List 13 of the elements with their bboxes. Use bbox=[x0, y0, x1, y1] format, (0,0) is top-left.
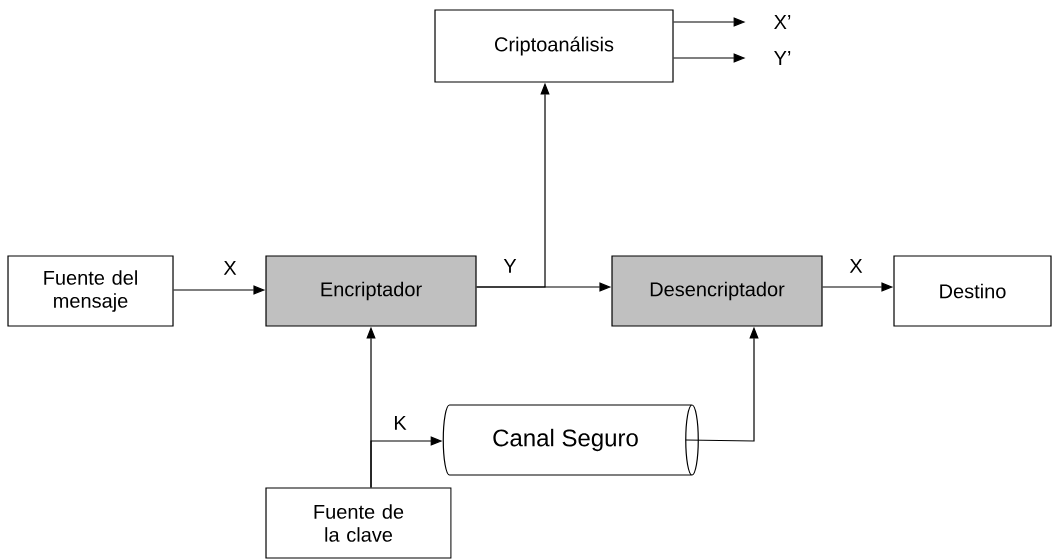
edge-label: Y bbox=[503, 259, 517, 273]
edge-label: X bbox=[223, 261, 237, 275]
edge-label: X bbox=[849, 259, 863, 273]
edge-label: Y’ bbox=[774, 51, 791, 65]
process-box: Fuente del mensaje bbox=[7, 255, 174, 327]
process-box: Desencriptador bbox=[611, 255, 823, 327]
edge-label: X’ bbox=[774, 15, 791, 29]
edge-label: K bbox=[395, 416, 407, 430]
process-box: Destino bbox=[893, 255, 1052, 327]
process-box: Encriptador bbox=[265, 255, 477, 327]
process-box: Criptoanálisis bbox=[434, 9, 674, 83]
channel-cylinder: Canal Seguro bbox=[442, 404, 699, 476]
process-box: Fuente de la clave bbox=[265, 487, 452, 559]
